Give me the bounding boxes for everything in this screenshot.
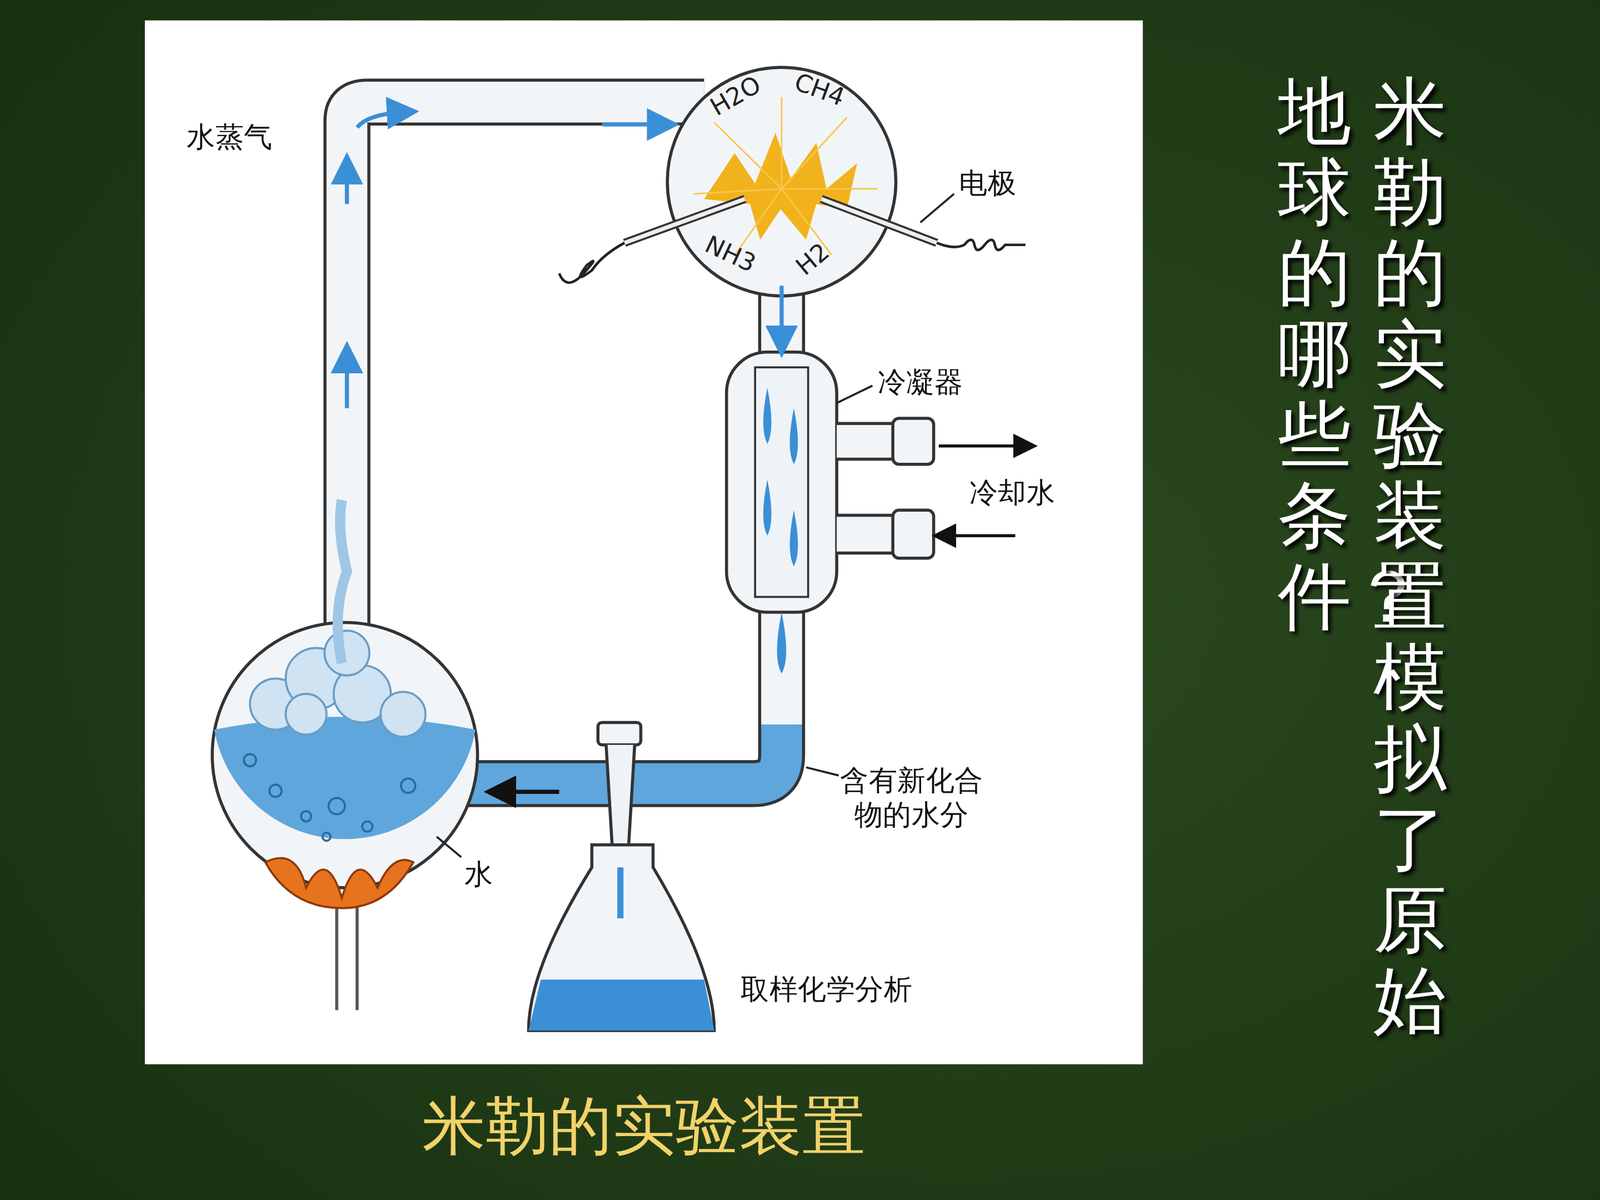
part-label: 电极 bbox=[958, 166, 1017, 201]
spark-chamber bbox=[559, 67, 1026, 296]
condenser bbox=[726, 352, 1026, 674]
figure-panel bbox=[145, 20, 1143, 1065]
slide-question: 米勒的实验装置模拟了原始地球的哪些条件？ bbox=[1277, 71, 1448, 1042]
caption-text: 米勒的实验装置 bbox=[422, 1088, 865, 1164]
sampling-flask bbox=[528, 722, 714, 1031]
part-label: 水 bbox=[464, 857, 493, 892]
part-label: 含有新化合物的水分 bbox=[838, 763, 985, 832]
question-text: 米勒的实验装置模拟了原始地球的哪些条件？ bbox=[1277, 71, 1448, 1042]
part-label: 水蒸气 bbox=[186, 120, 273, 155]
flow-arrows bbox=[346, 112, 782, 792]
part-label: 冷却水 bbox=[969, 475, 1055, 510]
boiling-flask bbox=[212, 500, 478, 1010]
leader-lines bbox=[436, 193, 954, 858]
part-label: 取样化学分析 bbox=[740, 972, 913, 1007]
figure-caption: 米勒的实验装置 bbox=[145, 1083, 1143, 1170]
part-label: 冷凝器 bbox=[877, 365, 964, 400]
